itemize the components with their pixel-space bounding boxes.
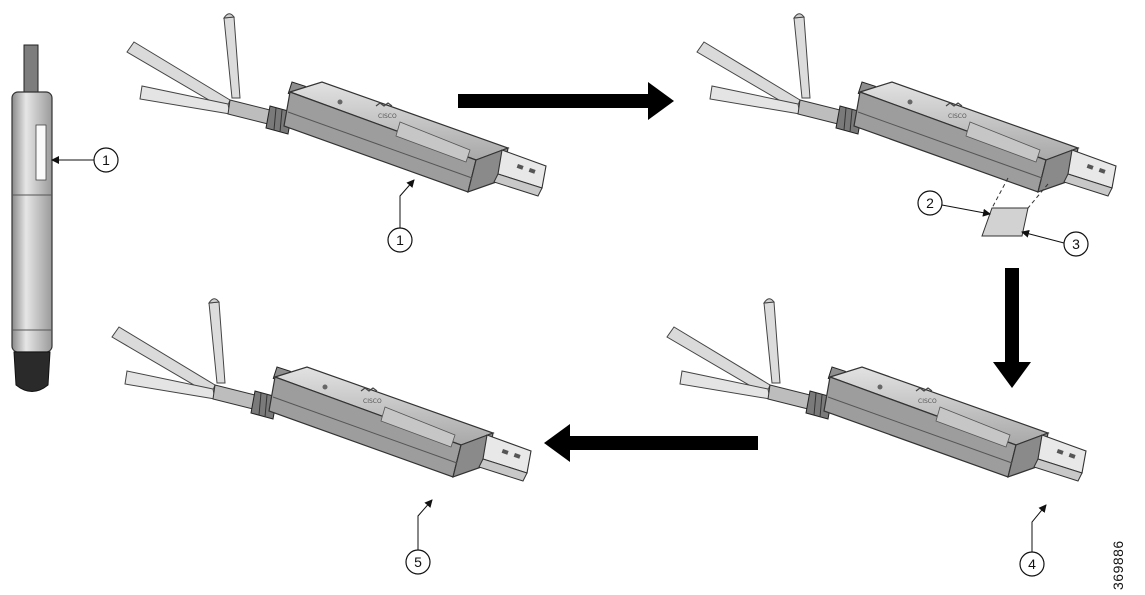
leader-line <box>1021 229 1065 244</box>
callout-number: 3 <box>1072 236 1080 252</box>
callout-2: 2 <box>917 190 943 216</box>
card-tool-stick <box>11 44 53 392</box>
leader-line <box>941 204 991 217</box>
arrow-left <box>544 424 758 462</box>
callout-number: 4 <box>1028 556 1036 572</box>
callout-3: 3 <box>1063 231 1089 257</box>
callout-number: 1 <box>102 152 110 168</box>
callout-number: 2 <box>926 195 934 211</box>
sim-card <box>981 207 1029 237</box>
leader-line <box>1031 504 1047 552</box>
leader-line <box>417 499 433 550</box>
arrow-down <box>993 268 1031 388</box>
callout-number: 1 <box>396 232 404 248</box>
usb-dongle-step-4 <box>111 298 532 482</box>
arrow-right <box>458 82 674 120</box>
usb-dongle-step-2 <box>696 13 1117 237</box>
callout-number: 5 <box>414 554 422 570</box>
callout-4: 4 <box>1019 551 1045 577</box>
callout-1-stick: 1 <box>93 147 119 173</box>
usb-dongle-step-3 <box>666 298 1087 482</box>
callout-5: 5 <box>405 549 431 575</box>
callout-1-dongle: 1 <box>387 227 413 253</box>
leader-line <box>399 179 415 228</box>
figure-id: 369886 <box>1110 540 1126 590</box>
